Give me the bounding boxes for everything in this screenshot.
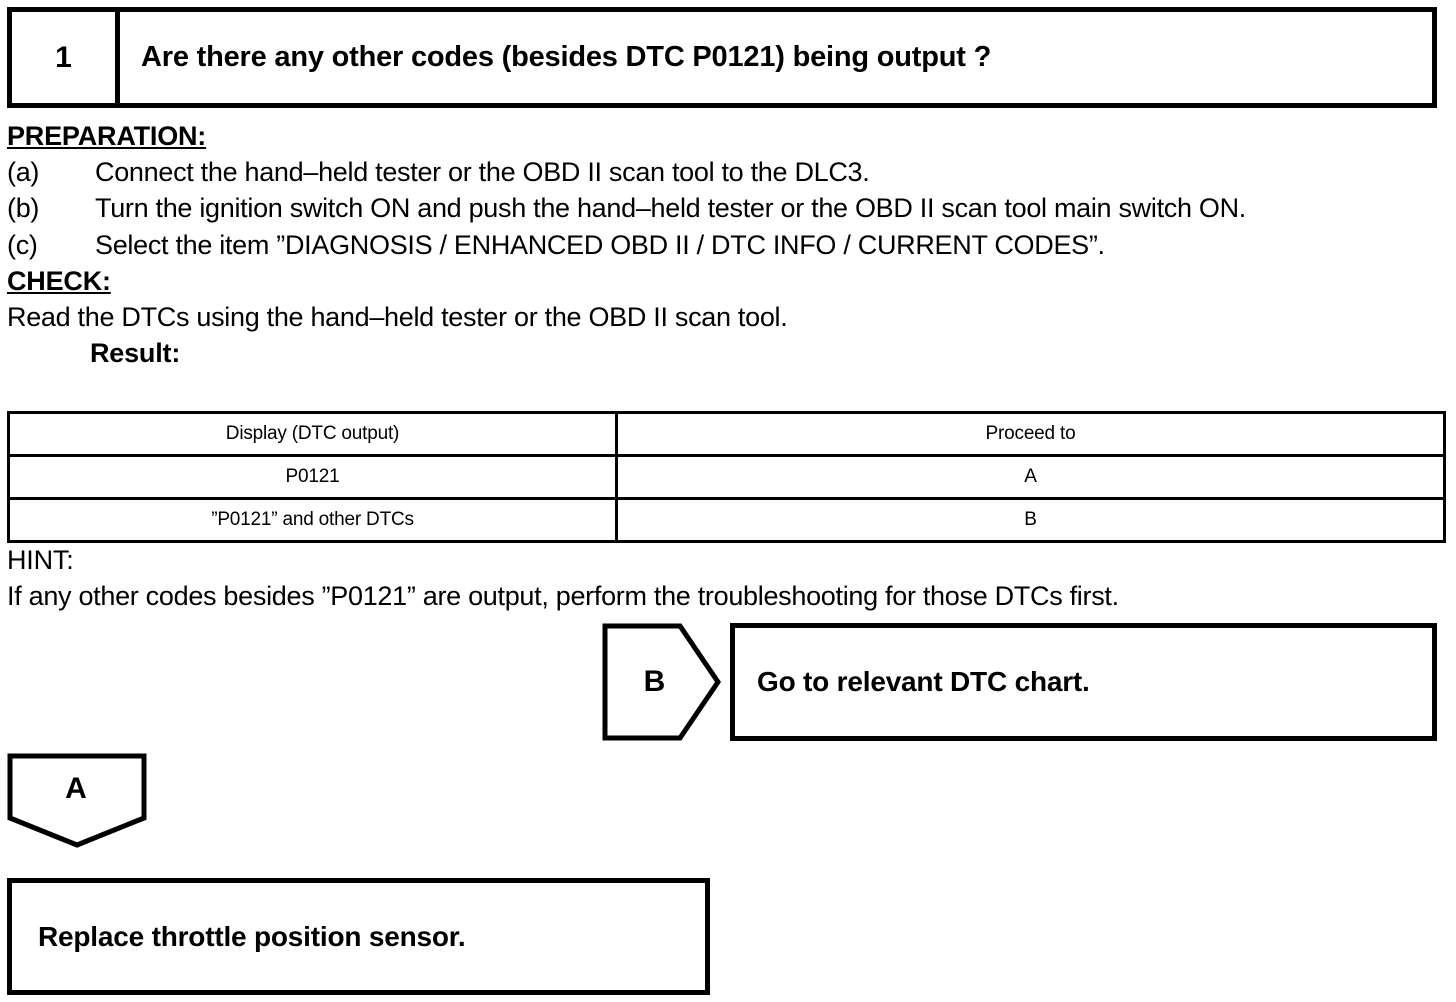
preparation-item-a: (a) Connect the hand–held tester or the … xyxy=(7,154,1449,190)
preparation-item-a-marker: (a) xyxy=(7,157,40,188)
preparation-item-c: (c) Select the item ”DIAGNOSIS / ENHANCE… xyxy=(7,227,1449,263)
connector-a-shape xyxy=(7,753,147,848)
step-question-text: Are there any other codes (besides DTC P… xyxy=(141,40,992,73)
hint-block: HINT: If any other codes besides ”P0121”… xyxy=(7,542,1449,614)
action-box-replace-sensor-text: Replace throttle position sensor. xyxy=(38,920,466,952)
table-header-display: Display (DTC output) xyxy=(7,411,618,457)
preparation-item-c-text: Select the item ”DIAGNOSIS / ENHANCED OB… xyxy=(95,229,1105,260)
procedure-text-block: PREPARATION: (a) Connect the hand–held t… xyxy=(7,118,1449,371)
connector-b-shape xyxy=(602,623,721,741)
table-header-row: Display (DTC output) Proceed to xyxy=(7,411,1446,457)
action-box-dtc-chart: Go to relevant DTC chart. xyxy=(730,623,1437,741)
table-cell-proceed-1: B xyxy=(615,497,1446,543)
step-number-cell: 1 xyxy=(12,12,120,103)
action-box-dtc-chart-text: Go to relevant DTC chart. xyxy=(757,666,1090,697)
preparation-item-c-marker: (c) xyxy=(7,229,38,260)
check-instruction: Read the DTCs using the hand–held tester… xyxy=(7,301,788,332)
table-cell-display-1: ”P0121” and other DTCs xyxy=(7,497,618,543)
table-cell-proceed-0: A xyxy=(615,454,1446,500)
step-header-box: 1 Are there any other codes (besides DTC… xyxy=(7,7,1437,108)
hint-text: If any other codes besides ”P0121” are o… xyxy=(7,581,1119,612)
preparation-item-b-marker: (b) xyxy=(7,193,40,224)
result-table: Display (DTC output) Proceed to P0121 A … xyxy=(7,411,1446,543)
action-box-replace-sensor: Replace throttle position sensor. xyxy=(7,878,710,995)
preparation-item-b: (b) Turn the ignition switch ON and push… xyxy=(7,190,1449,226)
step-number: 1 xyxy=(55,40,72,74)
preparation-item-a-text: Connect the hand–held tester or the OBD … xyxy=(95,157,870,188)
table-row: ”P0121” and other DTCs B xyxy=(7,497,1446,543)
preparation-heading: PREPARATION: xyxy=(7,121,207,151)
table-header-proceed: Proceed to xyxy=(615,411,1446,457)
preparation-item-b-text: Turn the ignition switch ON and push the… xyxy=(95,193,1246,224)
result-label: Result: xyxy=(90,338,181,369)
step-question-cell: Are there any other codes (besides DTC P… xyxy=(120,12,1432,103)
hint-heading: HINT: xyxy=(7,545,74,575)
table-cell-display-0: P0121 xyxy=(7,454,618,500)
check-heading: CHECK: xyxy=(7,265,111,296)
table-row: P0121 A xyxy=(7,454,1446,500)
